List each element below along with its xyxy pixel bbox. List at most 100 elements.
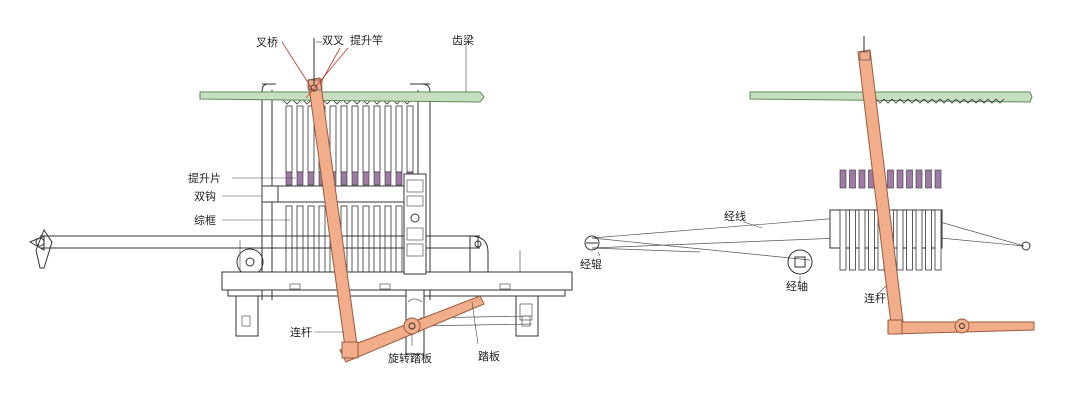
lifter-piece: [307, 171, 315, 186]
rod-pivots-right: [859, 51, 970, 335]
lifter-piece: [934, 169, 942, 189]
lifter-piece: [925, 169, 932, 189]
lifter-piece: [839, 169, 847, 189]
heddle-bar: [296, 205, 304, 273]
beam-tooth: [291, 98, 303, 105]
lifter-piece: [340, 171, 348, 186]
lifter-piece: [915, 169, 923, 189]
heddle-bar: [373, 205, 381, 273]
heddle-bar: [362, 205, 370, 273]
beam-tooth: [915, 98, 925, 104]
beam-tooth: [971, 98, 981, 104]
harness-bar: [362, 105, 370, 173]
lifter-piece: [373, 171, 381, 186]
heddle-bar: [351, 205, 359, 273]
beam-tooth: [891, 98, 901, 104]
lifter-piece: [858, 169, 866, 189]
beam-tooth: [995, 98, 1005, 104]
lifter-piece: [849, 169, 856, 189]
heddle-bar: [934, 209, 942, 271]
lifter-piece: [906, 169, 913, 189]
beam-tooth: [979, 98, 989, 104]
beam-tooth: [875, 98, 885, 104]
red-leader-lines: [281, 41, 349, 99]
label-lian-gan-left: 连杆: [290, 325, 312, 339]
heddle-bar: [285, 205, 293, 273]
side-post: [403, 173, 427, 275]
harness-bar: [351, 105, 359, 173]
label-jing-gun: 经辊: [580, 257, 602, 271]
heddle-bar: [395, 205, 403, 273]
label-lian-gan-right: 连杆: [864, 291, 886, 305]
tooth-beam-right: [749, 91, 1033, 103]
heddle-bar: [868, 209, 875, 271]
label-shuang-cha: 双叉: [322, 34, 344, 47]
rod-pivots: [307, 79, 421, 359]
label-ta-ban: 踏板: [478, 349, 500, 363]
cloth-roller: [236, 248, 264, 276]
harness-bar: [285, 105, 293, 173]
label-ti-sheng-gan: 提升竿: [350, 33, 383, 47]
label-ti-sheng-pian: 提升片: [188, 172, 221, 185]
label-zong-kuang: 综框: [194, 213, 216, 227]
heddle-bar: [318, 205, 326, 273]
back-roller: [1021, 241, 1031, 251]
lifter-piece: [887, 169, 894, 189]
heddle-bar: [896, 209, 904, 271]
leader-lines-right: [597, 221, 887, 295]
tooth-beam: [199, 91, 485, 103]
harness-bar: [395, 105, 403, 173]
heddle-bar: [384, 205, 392, 273]
lifter-piece: [384, 171, 392, 186]
label-jing-xian: 经线: [724, 209, 746, 223]
label-cha-qiao: 叉桥: [256, 36, 278, 49]
leader-lines-left: [222, 41, 479, 346]
lifter-pieces: [285, 171, 414, 186]
beam-tooth: [281, 98, 293, 105]
loom-base: [221, 240, 573, 297]
heddle-bar: [925, 209, 932, 271]
lifter-piece: [285, 171, 293, 186]
beam-tooth: [955, 98, 965, 104]
beam-tooth: [939, 98, 949, 104]
harness-upper-bars: [285, 105, 414, 173]
harness-bar: [373, 105, 381, 173]
heddle-frame-bars: [285, 205, 414, 273]
heddle-bar: [849, 209, 856, 271]
beam-tooth: [947, 98, 957, 104]
label-shuang-gou: 双钩: [194, 189, 216, 203]
lifter-piece: [896, 169, 904, 189]
beam-tooth: [907, 98, 917, 104]
lifter-piece: [296, 171, 304, 186]
label-chi-liang: 齿梁: [452, 33, 474, 47]
beam-tooth: [923, 98, 933, 104]
beam-tooth: [931, 98, 941, 104]
warp-threads: [591, 217, 1025, 261]
beam-teeth-right: [875, 98, 1005, 104]
front-crank: [28, 228, 53, 269]
loom-legs: [235, 289, 539, 355]
heddle-bar: [839, 209, 847, 271]
harness-bar: [296, 105, 304, 173]
harness-bar: [384, 105, 392, 173]
warp-beam: [787, 249, 813, 275]
lifter-piece: [351, 171, 359, 186]
left-view: 叉桥 双叉 提升竿 齿梁 提升片 双钩 综框 连杆 旋转踏板 踏板: [28, 33, 573, 365]
label-xuan-zhuan-ta-ban: 旋转踏板: [388, 351, 432, 365]
double-hook-bar: [261, 185, 423, 203]
beam-tooth: [987, 98, 997, 104]
label-jing-zhou: 经轴: [786, 279, 808, 293]
beam-tooth: [963, 98, 973, 104]
lifter-piece: [362, 171, 370, 186]
harness-bar: [340, 105, 348, 173]
warp-roller: [584, 235, 600, 251]
lifter-piece: [395, 171, 403, 186]
beam-tooth: [899, 98, 909, 104]
right-view: 经线 经辊 经轴 连杆: [580, 36, 1035, 335]
heddle-bar: [915, 209, 923, 271]
double-hook-end: [261, 185, 279, 203]
heddle-bar: [906, 209, 913, 271]
right-lifter-pieces: [839, 169, 942, 189]
